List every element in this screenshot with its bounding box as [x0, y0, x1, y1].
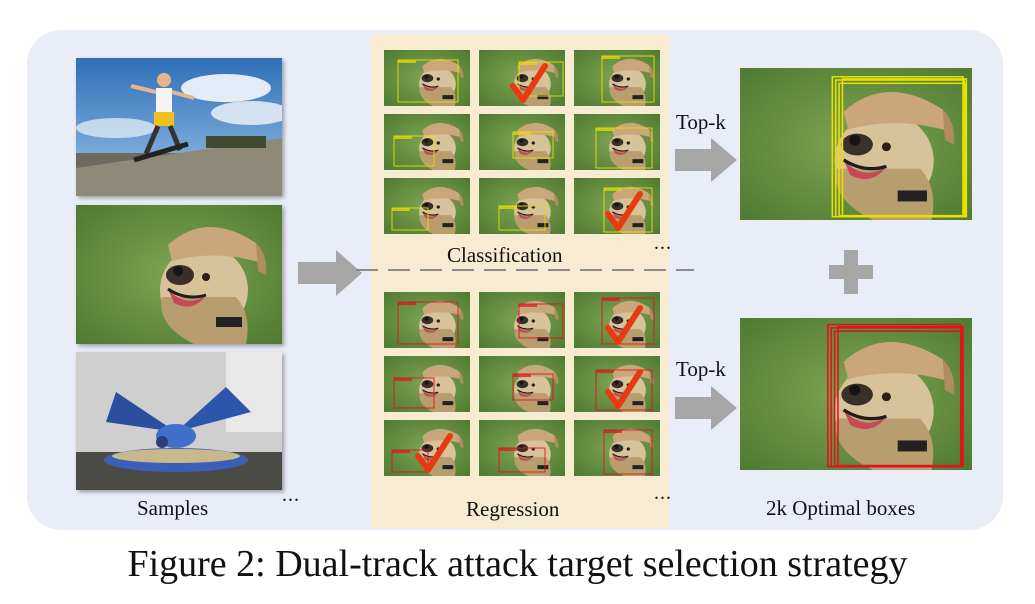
sample-dog-image [76, 205, 282, 344]
classification-box-tag [398, 60, 416, 63]
regression-ellipsis: ... [654, 482, 672, 505]
classification-box-tag [604, 188, 622, 191]
plus-icon [829, 250, 873, 294]
classification-grid [384, 50, 660, 240]
regression-thumbnail [479, 356, 565, 412]
classification-thumbnail [574, 114, 660, 170]
regression-label: Regression [466, 497, 559, 522]
optimal-boxes-label: 2k Optimal boxes [766, 496, 915, 521]
samples-to-grid-arrow [298, 250, 362, 296]
sample-bird-image [76, 352, 282, 490]
classification-label: Classification [447, 243, 562, 268]
regression-grid [384, 292, 660, 482]
classification-thumbnail [384, 114, 470, 170]
classification-optimal-boxes-image [740, 68, 972, 220]
regression-thumbnail [384, 420, 470, 476]
regression-box-tag [602, 298, 620, 301]
sample-skateboarder-image [76, 58, 282, 196]
regression-thumbnail [479, 292, 565, 348]
classification-box-tag [499, 206, 517, 209]
regression-optimal-boxes-image [740, 318, 972, 470]
classification-thumbnail [479, 114, 565, 170]
topk-label-top: Top-k [676, 110, 726, 135]
classification-thumbnail [574, 178, 660, 234]
regression-topk-arrow [675, 386, 737, 430]
classification-box-tag [392, 208, 410, 211]
regression-box-tag [519, 304, 537, 307]
classification-thumbnail [479, 50, 565, 106]
classification-box-tag [602, 56, 620, 59]
topk-label-bottom: Top-k [676, 357, 726, 382]
regression-box-tag [398, 302, 416, 305]
samples-label: Samples [137, 496, 208, 521]
regression-box-tag [596, 370, 614, 373]
regression-thumbnail [384, 292, 470, 348]
classification-box-tag [394, 136, 412, 139]
samples-ellipsis: ... [282, 484, 300, 507]
classification-thumbnail [479, 178, 565, 234]
classification-box-tag [519, 62, 537, 65]
classification-thumbnail [574, 50, 660, 106]
classification-thumbnail [384, 178, 470, 234]
regression-thumbnail [574, 356, 660, 412]
regression-box-tag [513, 374, 531, 377]
figure-caption: Figure 2: Dual-track attack target selec… [0, 542, 1035, 586]
classification-box-tag [513, 132, 531, 135]
track-divider-line [356, 268, 694, 272]
classification-topk-arrow [675, 138, 737, 182]
regression-box-tag [392, 450, 410, 453]
classification-ellipsis: ... [654, 232, 672, 255]
classification-box-tag [596, 128, 614, 131]
regression-box-tag [604, 430, 622, 433]
regression-thumbnail [574, 292, 660, 348]
classification-thumbnail [384, 50, 470, 106]
regression-box-tag [394, 378, 412, 381]
regression-thumbnail [384, 356, 470, 412]
regression-thumbnail [479, 420, 565, 476]
regression-box-tag [499, 448, 517, 451]
regression-thumbnail [574, 420, 660, 476]
